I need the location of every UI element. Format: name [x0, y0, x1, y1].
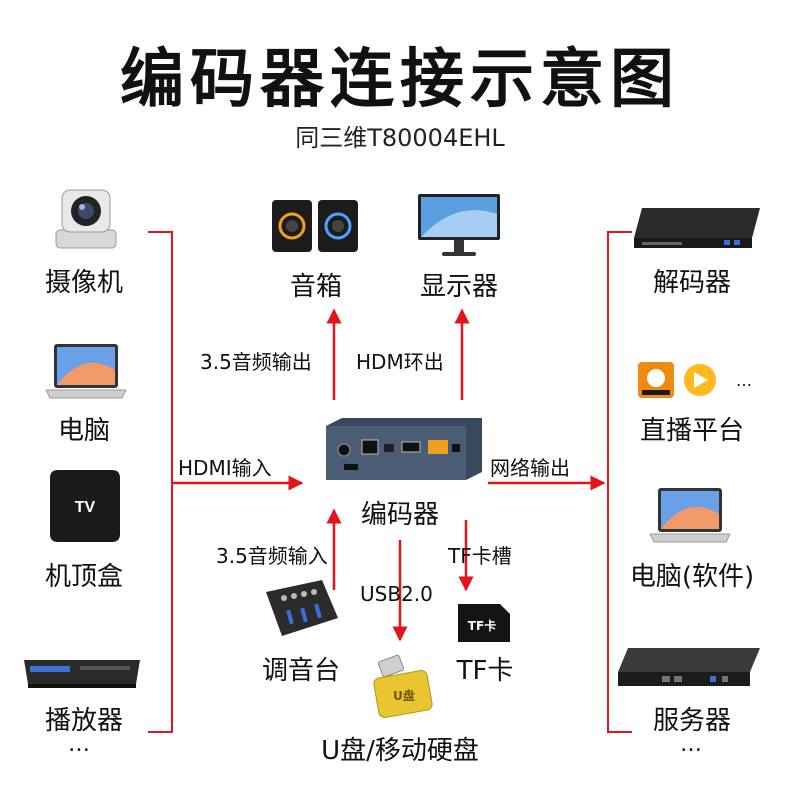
decoder-icon [634, 208, 760, 248]
input-label-player: 播放器 [44, 706, 123, 736]
output-more: … [680, 732, 702, 757]
tf-card-icon: TF卡 [458, 604, 510, 642]
speaker-icon [272, 200, 358, 252]
page-title: 编码器连接示意图 [120, 43, 680, 117]
arrow-label-tf-slot: TF卡槽 [448, 544, 512, 568]
server-icon [618, 648, 760, 686]
laptop-icon [45, 344, 127, 399]
device-label-speaker: 音箱 [289, 272, 342, 302]
usb-drive-icon: U盘 [373, 654, 433, 718]
page-subtitle: 同三维T80004EHL [295, 124, 505, 152]
arrow-label-hdmi-in: HDMI输入 [178, 456, 272, 480]
output-label-live-platform: 直播平台 [639, 416, 744, 446]
input-more: … [68, 732, 90, 757]
live-platform-icon: … [638, 362, 752, 398]
mixer-icon [266, 580, 338, 636]
input-bracket-line [148, 231, 173, 733]
arrow-label-net-out: 网络输出 [490, 456, 570, 480]
arrow-label-audio-in: 3.5音频输入 [216, 544, 328, 568]
player-icon [24, 660, 140, 688]
device-label-monitor: 显示器 [419, 272, 498, 302]
svg-text:TV: TV [75, 499, 96, 516]
device-label-tf-card: TF卡 [456, 656, 514, 686]
svg-text:…: … [736, 371, 752, 390]
monitor-icon [418, 194, 500, 256]
arrow-label-usb: USB2.0 [360, 582, 433, 606]
svg-text:U盘: U盘 [393, 688, 415, 703]
arrow-label-audio-out: 3.5音频输出 [200, 350, 312, 374]
output-label-decoder: 解码器 [652, 268, 731, 298]
input-label-computer: 电脑 [57, 416, 110, 446]
camera-icon [55, 189, 117, 249]
input-label-camera: 摄像机 [44, 268, 123, 298]
tv-box-icon: TV [50, 470, 120, 542]
svg-text:TF卡: TF卡 [468, 618, 496, 633]
input-label-settop-box: 机顶盒 [44, 562, 123, 592]
encoder-label: 编码器 [360, 500, 439, 530]
encoder-device-icon [326, 418, 482, 480]
arrow-label-hdmi-loop: HDM环出 [356, 350, 444, 374]
output-label-computer-software: 电脑(软件) [629, 562, 755, 592]
device-label-mixer: 调音台 [261, 656, 340, 686]
device-label-usb-drive: U盘/移动硬盘 [321, 736, 479, 766]
output-bracket-line [607, 231, 632, 733]
output-label-server: 服务器 [652, 706, 731, 736]
laptop-icon [649, 488, 731, 543]
